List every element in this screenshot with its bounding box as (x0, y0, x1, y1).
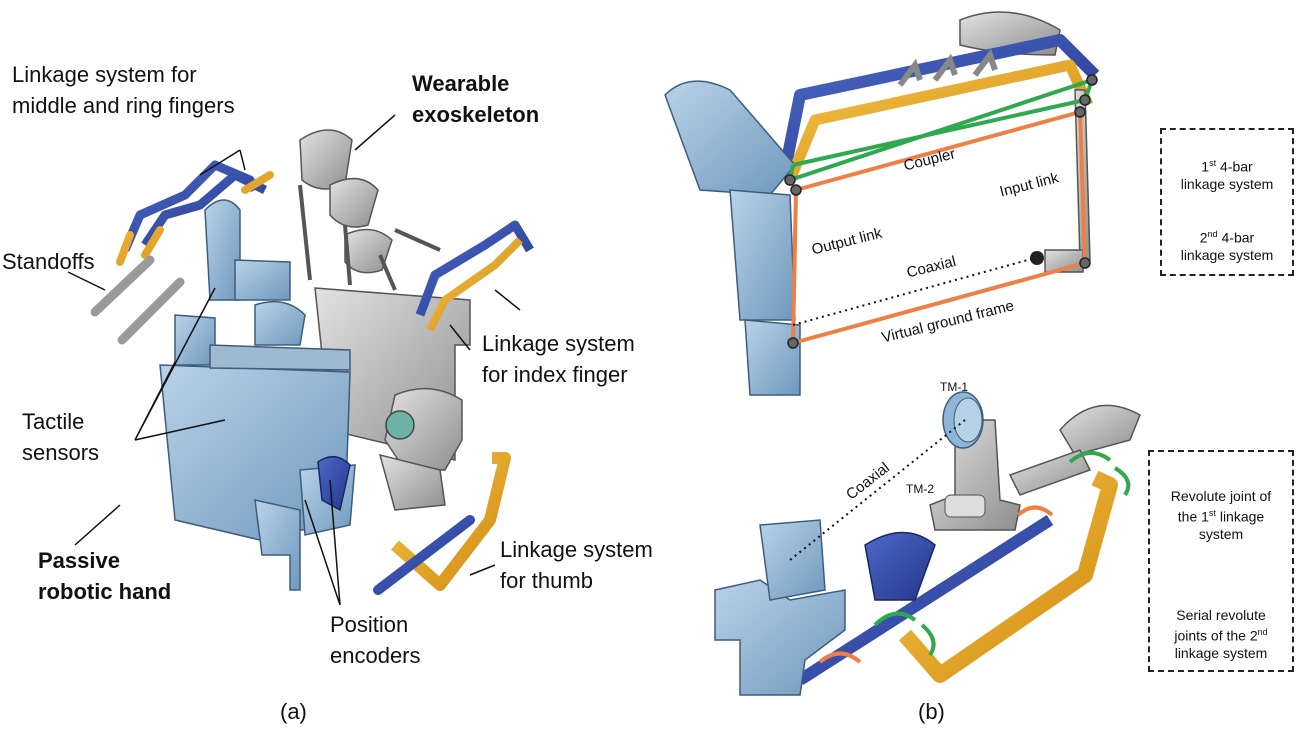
label-linkage-thumb-2: for thumb (500, 568, 593, 593)
label-passive-1: Passive (38, 548, 120, 573)
passive-hand-base (254, 499, 301, 591)
legend-bottom: Revolute joint of the 1st linkage system… (1148, 450, 1294, 672)
legend-bottom-item-1: Revolute joint of the 1st linkage system (1170, 488, 1272, 542)
passive-hand-finger-3 (254, 300, 306, 346)
label-tactile-2: sensors (22, 440, 100, 465)
legend-top: 1st 4-bar linkage system 2nd 4-bar linka… (1160, 128, 1294, 276)
label-standoffs: Standoffs (2, 249, 95, 274)
exoskeleton-thimble-2 (329, 177, 379, 228)
leader-lines-a (67, 114, 521, 606)
robot-finger-lower (729, 189, 796, 321)
gold-link-bottom (898, 470, 1118, 683)
tm1-disc-face (953, 397, 983, 443)
label-passive-2: robotic hand (38, 579, 172, 604)
legend-top-item-2: 2nd 4-bar linkage system (1180, 229, 1274, 263)
tm2-pad (944, 494, 986, 518)
passive-hand-sensor-row (209, 344, 351, 371)
standoff-2 (117, 277, 185, 345)
exoskeleton-links (298, 184, 441, 291)
exoskeleton-thumb (378, 453, 446, 511)
first-4bar-linkage (791, 110, 1087, 345)
exoskeleton-thimble-3 (344, 228, 393, 274)
blue-link-top (779, 34, 1100, 172)
passive-hand-thumb-encoder (317, 456, 351, 512)
fingertip-grey-bottom (1059, 404, 1141, 456)
standoff-1 (90, 255, 155, 317)
linkage-index-gold (426, 237, 523, 332)
passive-hand-finger-2 (234, 259, 291, 301)
coaxial-dotted-bottom (789, 419, 966, 561)
legend-bottom-item-2: Serial revolute joints of the 2nd linkag… (1174, 607, 1268, 661)
passive-hand-back (174, 314, 216, 366)
linkage-thumb-blue (373, 515, 475, 595)
label-wearable-1: Wearable (412, 71, 510, 96)
linkage-middle-ring-gold (116, 171, 274, 266)
linkage-index-blue (415, 220, 534, 317)
caption-b: (b) (918, 699, 945, 724)
label-tm2: TM-2 (906, 482, 934, 496)
joint-markers-top (784, 74, 1098, 349)
linkage-middle-ring-blue (120, 160, 268, 252)
coaxial-node-right (1030, 251, 1044, 265)
label-linkage-middle-ring-1: Linkage system for (12, 62, 197, 87)
revolute-arcs-first (818, 505, 1054, 664)
label-tactile-1: Tactile (22, 409, 85, 434)
panel-a-illustration (67, 114, 534, 606)
label-tm1: TM-1 (940, 380, 968, 394)
label-linkage-middle-ring-2: middle and ring fingers (12, 93, 235, 118)
panel-b-bottom-illustration (714, 391, 1141, 696)
label-encoders-1: Position (330, 612, 409, 637)
label-wearable-2: exoskeleton (412, 102, 540, 127)
label-encoders-2: encoders (330, 643, 421, 668)
revolute-arcs-second (873, 451, 1131, 657)
label-linkage-thumb-1: Linkage system (500, 537, 653, 562)
label-linkage-index-2: for index finger (482, 362, 628, 387)
linkage-thumb-gold (391, 452, 511, 591)
caption-a: (a) (280, 699, 307, 724)
robot-finger-base (744, 319, 801, 396)
grey-clips-top (897, 48, 998, 87)
label-linkage-index-1: Linkage system (482, 331, 635, 356)
exoskeleton-joint (385, 410, 415, 440)
robot-fingertip-bottom (864, 531, 936, 601)
legend-top-item-1: 1st 4-bar linkage system (1180, 158, 1274, 192)
panel-b-top-illustration (664, 11, 1100, 396)
robot-hand-bottom-top (759, 519, 826, 601)
robot-finger-upper (664, 80, 796, 196)
